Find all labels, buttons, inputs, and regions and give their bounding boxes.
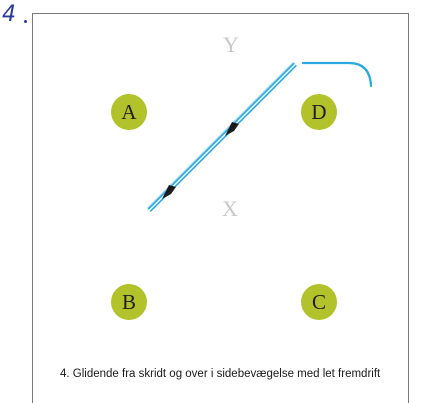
marker-d: D [301, 94, 337, 130]
diagram-frame [32, 13, 409, 403]
figure-caption: 4. Glidende fra skridt og over i sidebev… [60, 368, 381, 380]
direction-arrow-icon [162, 185, 176, 199]
marker-a: A [111, 94, 147, 130]
curve-path [301, 61, 373, 88]
diagonal-track [147, 62, 297, 212]
cone-label-x: X [222, 196, 238, 221]
cone-label-y: Y [223, 32, 239, 57]
marker-b: B [111, 284, 147, 320]
direction-arrow-icon [225, 122, 239, 136]
figure-number-dot [24, 20, 27, 23]
marker-c: C [301, 284, 337, 320]
figure-number: 4 [2, 2, 16, 27]
